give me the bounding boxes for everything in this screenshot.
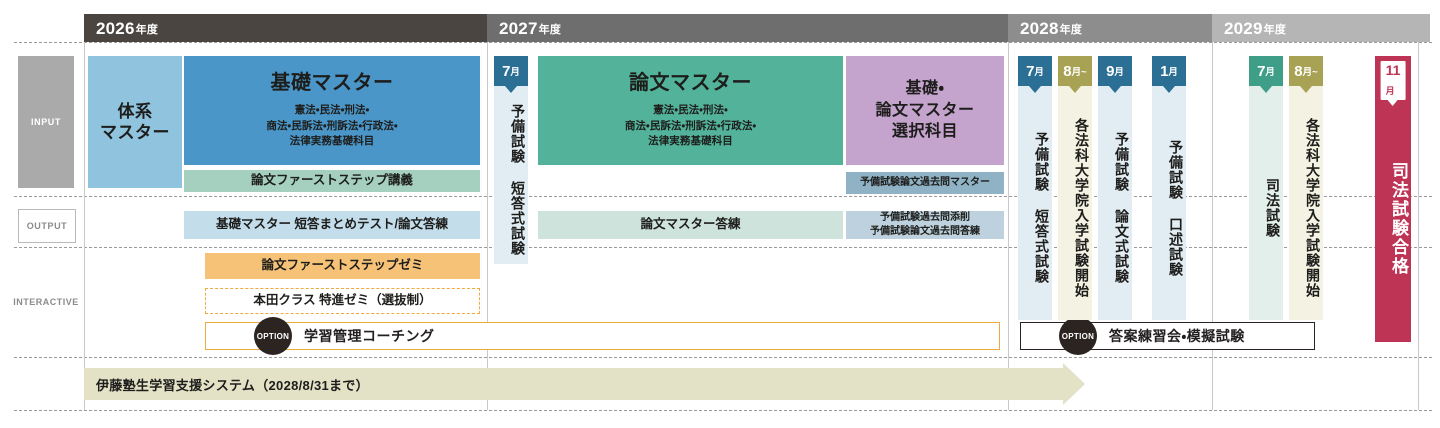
output-box-kiso-matome-test[interactable]: 基礎マスター 短答まとめテスト/論文答練	[184, 211, 480, 239]
month-column-text: 予備試験 短答式試験	[510, 104, 526, 256]
month-unit: 月	[1114, 67, 1124, 79]
column-divider-right	[1418, 42, 1419, 410]
rail-label-interactive: INTERACTIVE	[13, 297, 79, 307]
separator-top	[14, 42, 1432, 43]
month-unit: 月	[1034, 67, 1044, 79]
output-label: 論文マスター答練	[640, 217, 741, 232]
month-number: 11	[1385, 62, 1401, 78]
seminar-box-honda-class[interactable]: 本田クラス 特進ゼミ（選抜制）	[205, 288, 480, 314]
year-suffix: 年度	[1059, 23, 1083, 36]
month-column-text: 各法科大学院入学試験開始	[1305, 118, 1321, 298]
option-label: 学習管理コーチング	[304, 328, 435, 344]
month-unit: 月~	[1302, 67, 1318, 79]
course-box-taikei-master[interactable]: 体系 マスター	[88, 56, 182, 188]
option-badge: OPTION	[254, 317, 292, 355]
course-label: 予備試験論文過去問マスター	[860, 176, 990, 188]
seminar-label: 論文ファーストステップゼミ	[261, 258, 424, 273]
year-suffix: 年度	[1263, 23, 1287, 36]
output-label: 予備試験過去問添削 予備試験論文過去問答練	[870, 211, 980, 238]
month-number: 7	[1257, 62, 1266, 80]
course-box-kiso-master[interactable]: 基礎マスター 憲法・民法・刑法・ 商法・民訴法・刑訴法・行政法・ 法律実務基礎科…	[184, 56, 480, 165]
output-box-yobi-kakomon-tensaku[interactable]: 予備試験過去問添削 予備試験論文過去問答練	[846, 211, 1004, 239]
course-box-ronbun-first-step-lecture[interactable]: 論文ファーストステップ講義	[184, 170, 480, 192]
option-label: 答案練習会・模擬試験	[1109, 328, 1245, 344]
separator-input-output	[14, 196, 1432, 197]
course-label: 論文ファーストステップ講義	[251, 173, 413, 188]
month-unit: 月	[510, 67, 520, 79]
arrow-head-icon	[1063, 363, 1085, 405]
rail-label-output: OUTPUT	[18, 209, 76, 243]
output-label: 基礎マスター 短答まとめテスト/論文答練	[216, 217, 448, 232]
option-badge: OPTION	[1059, 317, 1097, 355]
year-label: 2028	[1020, 18, 1059, 38]
footer-arrow-label: 伊藤塾生学習支援システム（2028/8/31まで）	[96, 377, 369, 393]
month-number: 1	[1160, 62, 1169, 80]
month-column-text: 各法科大学院入学試験開始	[1074, 118, 1090, 298]
column-divider-left	[84, 42, 85, 410]
seminar-box-first-step-zemi[interactable]: 論文ファーストステップゼミ	[205, 253, 480, 279]
month-number: 9	[1106, 62, 1115, 80]
course-title: 論文マスター	[629, 71, 752, 94]
year-suffix: 年度	[135, 23, 159, 36]
course-subtitle: 憲法・民法・刑法・ 商法・民訴法・刑訴法・行政法・ 法律実務基礎科目	[266, 103, 398, 148]
year-label: 2027	[499, 18, 538, 38]
output-box-ronbun-master-tohren[interactable]: 論文マスター答練	[538, 211, 843, 239]
pass-month-tab: 11 月	[1380, 61, 1406, 100]
seminar-label: 本田クラス 特進ゼミ（選抜制）	[253, 293, 432, 308]
column-divider-2027	[487, 42, 488, 410]
separator-bottom	[14, 410, 1432, 411]
month-unit: 月	[1265, 67, 1275, 79]
month-number: 7	[1026, 62, 1035, 80]
course-box-yobi-kakomon-master[interactable]: 予備試験論文過去問マスター	[846, 172, 1004, 194]
column-divider-2028	[1008, 42, 1009, 410]
course-box-ronbun-master[interactable]: 論文マスター 憲法・民法・刑法・ 商法・民訴法・刑訴法・行政法・ 法律実務基礎科…	[538, 56, 843, 165]
year-label: 2026	[96, 18, 135, 38]
month-column-text: 予備試験 論文式試験	[1114, 132, 1130, 284]
month-unit: 月	[1168, 67, 1178, 79]
month-column-text: 司法試験	[1265, 178, 1281, 238]
course-title: 基礎マスター	[270, 71, 394, 94]
month-number: 8	[1294, 62, 1303, 80]
year-suffix: 年度	[538, 23, 562, 36]
pass-box-text: 司法試験合格	[1389, 162, 1408, 276]
month-number: 7	[502, 62, 511, 80]
month-unit: 月	[1385, 86, 1395, 96]
footer-support-arrow[interactable]: 伊藤塾生学習支援システム（2028/8/31まで）	[84, 363, 1085, 405]
final-pass-box-shihou-goukaku[interactable]: 11 月 司法試験合格	[1375, 56, 1411, 342]
year-label: 2029	[1224, 18, 1263, 38]
course-title: 基礎・ 論文マスター 選択科目	[875, 80, 975, 141]
month-column-text: 予備試験 短答式試験	[1034, 132, 1050, 284]
course-box-sentaku-kamoku[interactable]: 基礎・ 論文マスター 選択科目	[846, 56, 1004, 165]
month-unit: 月~	[1071, 67, 1087, 79]
rail-label-input: INPUT	[18, 56, 74, 188]
month-column-text: 予備試験 口述試験	[1168, 139, 1184, 277]
month-number: 8	[1063, 62, 1072, 80]
separator-interactive-footer	[14, 357, 1432, 358]
separator-output-interactive	[14, 247, 1432, 248]
column-divider-2029	[1212, 42, 1213, 410]
course-subtitle: 憲法・民法・刑法・ 商法・民訴法・刑訴法・行政法・ 法律実務基礎科目	[624, 103, 757, 148]
course-title: 体系 マスター	[100, 101, 170, 142]
option-bar-coaching[interactable]: OPTION 学習管理コーチング	[205, 317, 1000, 355]
option-bar-mock-exam[interactable]: OPTION 答案練習会・模擬試験	[1020, 317, 1315, 355]
